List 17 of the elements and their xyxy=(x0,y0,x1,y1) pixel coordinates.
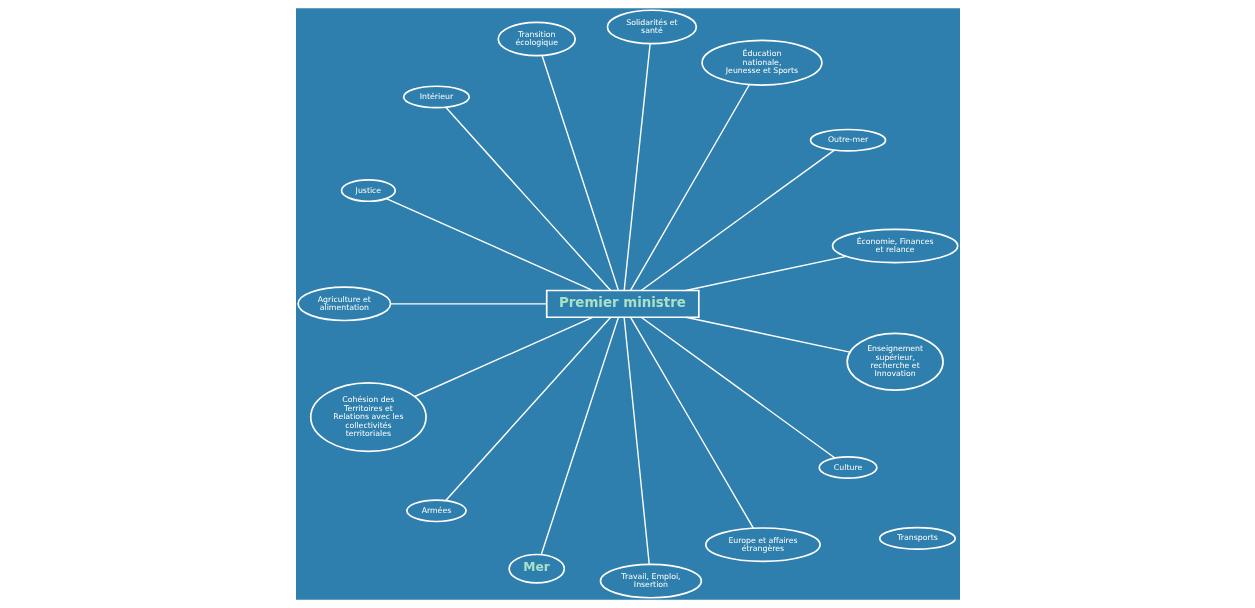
connector xyxy=(629,84,750,292)
connector xyxy=(413,316,593,398)
connector xyxy=(540,316,619,556)
connector xyxy=(389,303,547,305)
connector xyxy=(629,316,754,529)
connector xyxy=(640,149,835,292)
connector xyxy=(623,42,651,291)
connector xyxy=(540,54,619,292)
connector xyxy=(684,316,851,353)
connector xyxy=(385,197,593,292)
connector xyxy=(444,106,611,292)
connector xyxy=(444,316,611,502)
connector xyxy=(684,255,847,292)
connector xyxy=(622,316,650,566)
node-ellipse: Mer xyxy=(507,553,565,584)
node-box: Premier ministre xyxy=(545,289,700,319)
connector xyxy=(640,316,836,459)
